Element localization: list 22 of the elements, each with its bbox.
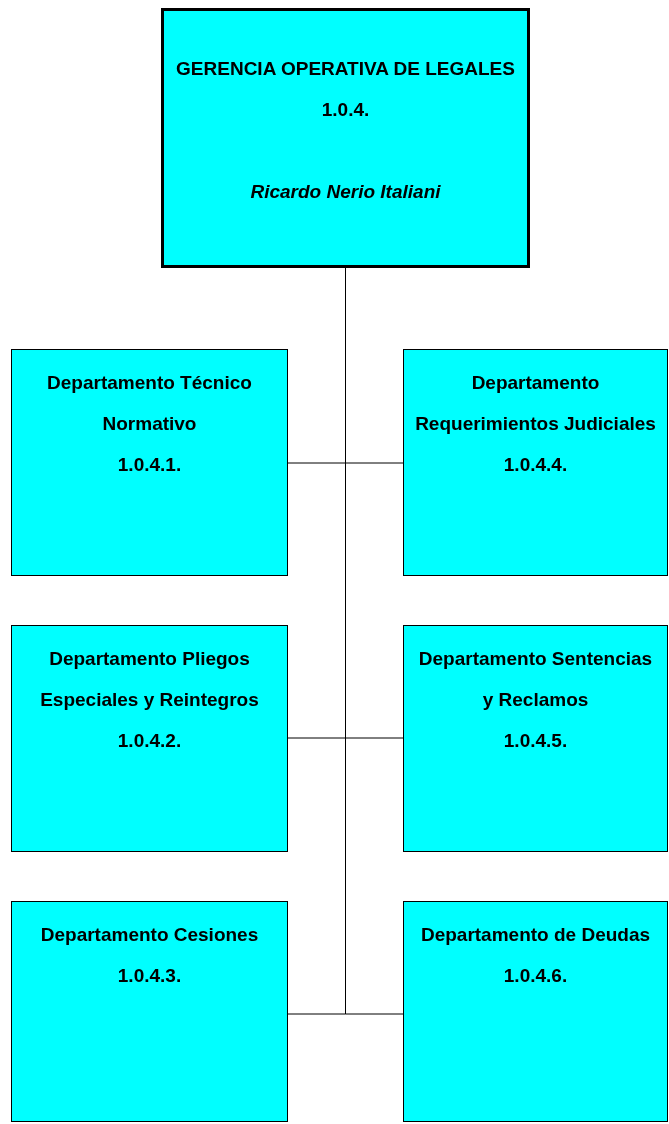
unit-code: 1.0.4.3.: [116, 964, 183, 988]
unit-name: Departamento Sentencias y Reclamos: [417, 647, 654, 712]
department-box: [11, 625, 288, 852]
unit-code: 1.0.4.1.: [116, 453, 183, 477]
management-box: [161, 8, 530, 268]
unit-name: Departamento Técnico Normativo: [46, 371, 253, 436]
unit-name: Departamento de Deudas: [419, 923, 652, 947]
unit-code: 1.0.4.5.: [502, 729, 569, 753]
unit-name: Departamento Requerimientos Judiciales: [414, 371, 657, 436]
unit-code: 1.0.4.: [320, 98, 371, 122]
department-box: [403, 349, 668, 576]
department-box: [11, 349, 288, 576]
person-name: Ricardo Nerio Italiani: [249, 180, 442, 204]
unit-code: 1.0.4.6.: [502, 964, 569, 988]
unit-name: Departamento Cesiones: [39, 923, 260, 947]
department-box: [403, 901, 668, 1122]
unit-code: 1.0.4.2.: [116, 729, 183, 753]
unit-code: 1.0.4.4.: [502, 453, 569, 477]
department-box: [403, 625, 668, 852]
unit-name: Departamento Pliegos Especiales y Reintegros: [39, 647, 260, 712]
department-box: [11, 901, 288, 1122]
unit-name: GERENCIA OPERATIVA DE LEGALES: [175, 57, 516, 81]
